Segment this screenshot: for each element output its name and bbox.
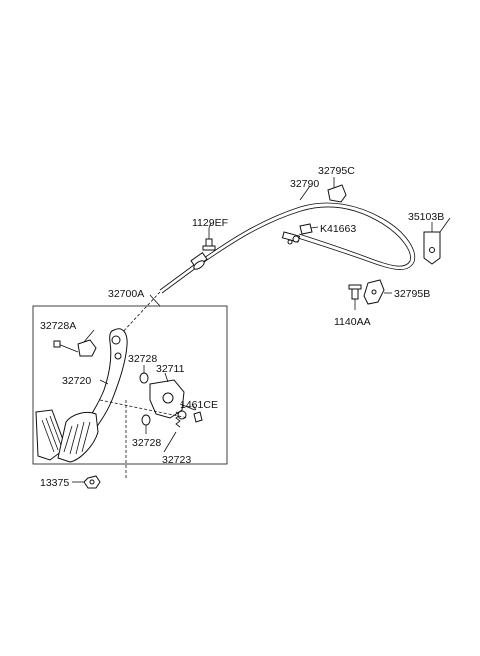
label-32728A: 32728A: [40, 320, 76, 332]
label-1140AA: 1140AA: [334, 316, 371, 328]
bracket-35103B: [423, 222, 441, 265]
label-32700A: 32700A: [108, 288, 144, 300]
label-35103B: 35103B: [408, 211, 444, 223]
bushing-32728-top: [139, 365, 149, 384]
nut-13375: [72, 475, 101, 489]
bracket-32711: [149, 372, 185, 419]
pedal-assembly-box: [32, 294, 228, 465]
spring-32723: [175, 410, 187, 428]
bolt-1140AA: [348, 284, 362, 310]
label-32790: 32790: [290, 178, 319, 190]
clip-1461CE: [191, 403, 203, 423]
label-32795C: 32795C: [318, 165, 355, 177]
clip-K41663: [299, 223, 313, 235]
label-32720: 32720: [62, 375, 91, 387]
label-K41663: K41663: [320, 223, 356, 235]
leader-lines: [83, 185, 451, 453]
label-32711: 32711: [156, 363, 185, 375]
pedal-pad: [57, 411, 99, 463]
clip-32795C: [327, 177, 347, 203]
bolt-32728A: [53, 339, 97, 357]
label-1129EF: 1129EF: [192, 217, 228, 229]
pedal-pad-left: [35, 409, 67, 461]
accelerator-cable: [159, 202, 416, 294]
label-32795B: 32795B: [394, 288, 430, 300]
label-32728-top: 32728: [128, 353, 157, 365]
label-13375: 13375: [40, 477, 69, 489]
bolt-1129EF: [202, 228, 216, 251]
bracket-32795B: [363, 279, 392, 305]
label-1461CE: 1461CE: [180, 399, 218, 411]
label-32728-bottom: 32728: [132, 437, 161, 449]
bushing-32728-bottom: [141, 414, 151, 434]
label-32723: 32723: [162, 454, 191, 466]
